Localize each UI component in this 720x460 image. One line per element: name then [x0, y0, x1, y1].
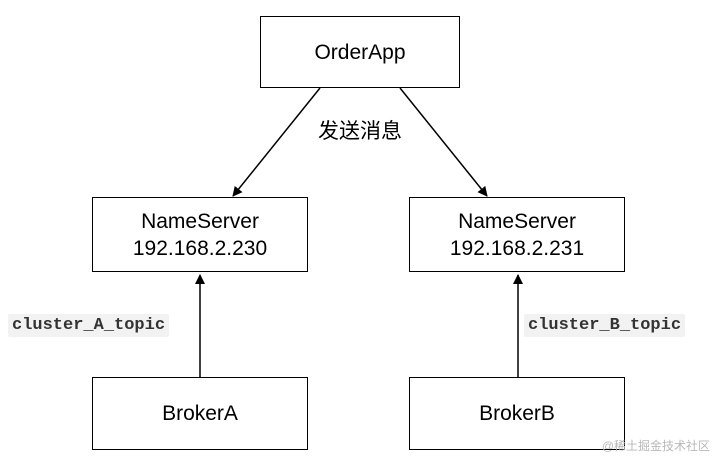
brokerb-label: BrokerB: [479, 402, 555, 425]
orderapp-node: OrderApp: [260, 16, 460, 88]
brokera-node: BrokerA: [92, 377, 308, 450]
nameserver-a-ip: 192.168.2.230: [132, 236, 268, 260]
nameserver-b-ip: 192.168.2.231: [449, 236, 585, 260]
watermark-text: @稀土掘金技术社区: [601, 439, 710, 453]
nameserver-a-node: NameServer 192.168.2.230: [92, 197, 308, 272]
cluster-a-topic-label: cluster_A_topic: [8, 314, 170, 337]
brokerb-node: BrokerB: [409, 377, 625, 450]
nameserver-b-node: NameServer 192.168.2.231: [409, 197, 625, 272]
send-message-label: 发送消息: [318, 115, 402, 145]
arrow-orderapp-to-nameserver-a: [232, 87, 321, 197]
orderapp-label: OrderApp: [314, 40, 406, 64]
brokera-label: BrokerA: [162, 402, 238, 425]
cluster-b-topic-label: cluster_B_topic: [524, 314, 686, 337]
arrow-orderapp-to-nameserver-b: [399, 87, 488, 197]
nameserver-b-label: NameServer: [458, 209, 576, 233]
nameserver-a-label: NameServer: [141, 209, 259, 233]
